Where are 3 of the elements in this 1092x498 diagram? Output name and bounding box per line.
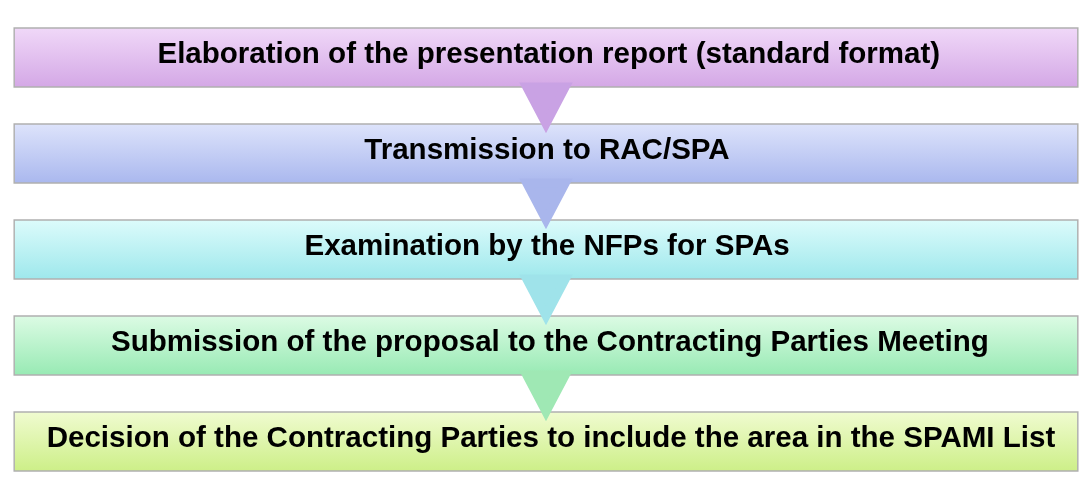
arrow [519, 273, 573, 325]
node-box: Decision of the Contracting Parties to include the area in the SPAMI List [13, 410, 1079, 472]
arrow [519, 81, 573, 133]
